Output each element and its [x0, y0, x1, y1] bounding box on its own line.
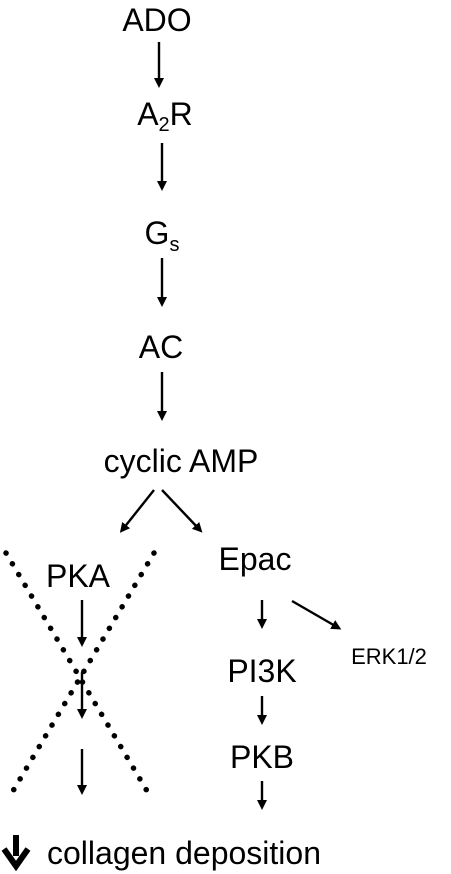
- outcome-label: collagen deposition: [47, 835, 321, 871]
- node-gs-prefix: G: [145, 215, 170, 251]
- node-a2r-subscript: 2: [159, 114, 170, 136]
- node-ac: AC: [139, 329, 183, 365]
- node-a2r: A2R: [137, 96, 193, 136]
- branch-arrow-epac-icon: [161, 489, 203, 533]
- node-pka: PKA: [46, 558, 111, 594]
- node-ado: ADO: [122, 2, 191, 38]
- node-epac: Epac: [219, 541, 292, 577]
- bold-down-arrow-icon: [1, 835, 31, 872]
- node-gs: Gs: [145, 215, 180, 256]
- node-gs-subscript: s: [169, 234, 179, 256]
- node-erk: ERK1/2: [351, 644, 427, 669]
- node-pkb: PKB: [230, 739, 294, 775]
- node-a2r-suffix: R: [170, 96, 193, 132]
- dotted-x-icon: [7, 550, 157, 799]
- branch-arrow-pka-icon: [119, 489, 155, 533]
- arrow-to-erk-icon: [291, 599, 342, 630]
- node-cyclic-amp: cyclic AMP: [104, 443, 259, 479]
- node-pi3k: PI3K: [227, 653, 296, 689]
- dotted-x-icon: [3, 550, 153, 799]
- node-a2r-prefix: A: [137, 96, 159, 132]
